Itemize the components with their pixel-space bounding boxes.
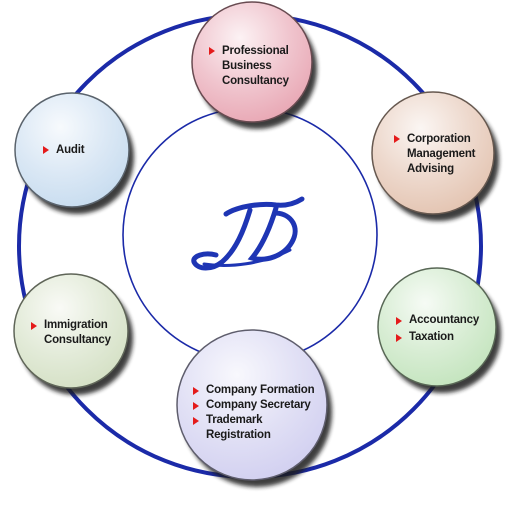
node-upper-left-bubble (14, 92, 134, 214)
item-line: Company Formation (206, 384, 315, 396)
item-lines: Taxation (409, 330, 454, 345)
bullet-arrow-icon (193, 401, 199, 410)
node-bottom-bubble (176, 329, 332, 487)
item-line: Accountancy (409, 314, 480, 326)
node-bottom-circle (176, 329, 328, 481)
item-line: Professional (222, 44, 289, 57)
bullet-arrow-icon (43, 146, 49, 154)
item-lines: Trademark Registration (206, 413, 325, 443)
item-line: Consultancy (44, 334, 111, 346)
item-line: Taxation (409, 331, 454, 343)
bullet-arrow-icon (209, 47, 215, 55)
node-item: Audit (43, 143, 113, 158)
node-upper-right-circle (371, 91, 495, 215)
item-line: Trademark Registration (206, 414, 271, 441)
node-lower-right-bubble (377, 267, 501, 393)
nodes-layer (13, 1, 501, 487)
node-item: Company Formation (193, 383, 325, 398)
bullet-arrow-icon (31, 321, 37, 330)
node-lower-right-circle (377, 267, 497, 387)
item-line: Business (222, 59, 272, 72)
node-item: Accountancy (396, 313, 486, 328)
item-line: Company Secretary (206, 399, 311, 411)
item-lines: Accountancy (409, 313, 479, 328)
center-logo (191, 196, 305, 271)
node-item: Trademark Registration (193, 413, 325, 443)
logo-stroke-left (191, 207, 253, 271)
inner-ring (122, 107, 378, 363)
item-lines: Company Secretary (206, 398, 311, 413)
node-upper-left-circle (14, 92, 130, 208)
bullet-arrow-icon (396, 333, 402, 342)
node-lower-left-bubble (13, 273, 133, 395)
node-upper-left-text: Audit (43, 141, 113, 159)
item-lines: Audit (56, 143, 85, 158)
logo-stroke-top (223, 196, 305, 217)
logo-stroke-swash (202, 248, 292, 267)
item-line: Corporation (407, 132, 471, 145)
node-item: Company Secretary (193, 398, 325, 413)
bullet-arrow-icon (396, 316, 402, 325)
item-line: Management (407, 147, 476, 160)
node-lower-left-circle (13, 273, 129, 389)
bullet-arrow-icon (394, 135, 400, 143)
node-item: Taxation (396, 330, 486, 345)
item-lines: Company Formation (206, 383, 315, 398)
bullet-arrow-icon (193, 386, 199, 395)
bullet-arrow-icon (193, 416, 199, 425)
node-upper-right-bubble (371, 91, 499, 221)
node-top-bubble (191, 1, 317, 129)
item-line: Consultancy (222, 74, 289, 87)
item-line: Immigration (44, 319, 108, 331)
node-top-circle (191, 1, 313, 123)
item-line: Advising (407, 162, 454, 175)
item-line: Audit (56, 143, 85, 156)
